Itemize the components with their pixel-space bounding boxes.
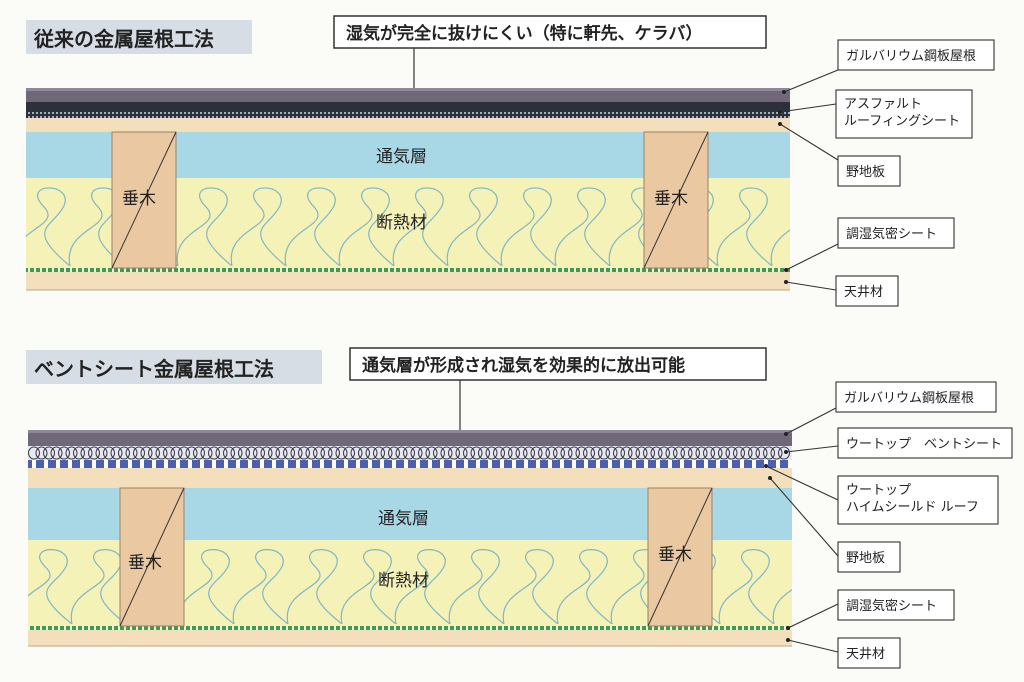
rafter-right: 垂木 bbox=[643, 131, 709, 269]
ventilation-label: 通気層 bbox=[378, 509, 429, 529]
callout-box bbox=[349, 347, 767, 381]
section-title-banner bbox=[26, 350, 322, 384]
svg-text:天井材: 天井材 bbox=[846, 647, 885, 662]
layer-label-box: 野地板 bbox=[837, 155, 901, 187]
roofing-pattern-layer bbox=[26, 110, 790, 118]
insulation-label: 断熱材 bbox=[376, 213, 427, 233]
vapor-sheet-layer bbox=[28, 626, 792, 630]
insulation-label: 断熱材 bbox=[378, 571, 429, 591]
svg-text:ウートップ ベントシート: ウートップ ベントシート bbox=[846, 437, 1002, 452]
leader-lines bbox=[779, 69, 839, 291]
layer-label-box: ウートップ ベントシート bbox=[837, 427, 1013, 459]
layer-label-box: アスファルトルーフィングシート bbox=[835, 89, 973, 139]
callout-box bbox=[333, 15, 767, 49]
rafter-label: 垂木 bbox=[658, 545, 692, 565]
leader-lines bbox=[765, 407, 839, 653]
ceiling-layer bbox=[28, 630, 792, 646]
vapor-sheet-layer bbox=[26, 268, 790, 272]
ventilation-label: 通気層 bbox=[376, 147, 427, 167]
section-title-banner bbox=[26, 20, 252, 54]
layer-label-box: 天井材 bbox=[837, 637, 901, 669]
layer-label-box: 調湿気密シート bbox=[837, 589, 955, 621]
layer-label-box: 調湿気密シート bbox=[837, 217, 955, 249]
section-conventional: 従来の金属屋根工法 湿気が完全に抜けにくい（特に軒先、ケラバ） 垂木 垂木 通気… bbox=[26, 15, 995, 307]
leader-dots bbox=[764, 432, 790, 642]
layer-label-box: ガルバリウム鋼板屋根 bbox=[835, 381, 997, 413]
insulation-fibers bbox=[28, 549, 792, 624]
svg-text:ガルバリウム鋼板屋根: ガルバリウム鋼板屋根 bbox=[846, 49, 976, 64]
svg-text:野地板: 野地板 bbox=[846, 165, 885, 180]
ceiling-layer bbox=[26, 272, 790, 290]
multiline-label: アスファルトルーフィングシート bbox=[844, 97, 960, 129]
svg-text:調湿気密シート: 調湿気密シート bbox=[846, 226, 937, 242]
sheathing-layer bbox=[26, 118, 790, 132]
layer-label-box: 天井材 bbox=[835, 275, 899, 307]
rafter-left: 垂木 bbox=[111, 131, 177, 269]
rafter-left: 垂木 bbox=[119, 487, 185, 627]
svg-text:ガルバリウム鋼板屋根: ガルバリウム鋼板屋根 bbox=[844, 391, 974, 406]
asphalt-roofing-layer bbox=[26, 102, 790, 110]
roof-top-edge bbox=[28, 430, 792, 433]
layer-label-box: ウートップハイムシールド ルーフ bbox=[837, 475, 999, 525]
galvalume-roof-layer bbox=[28, 430, 792, 446]
rafter-label: 垂木 bbox=[654, 189, 688, 209]
sheathing-layer bbox=[28, 468, 792, 488]
multiline-label: ウートップハイムシールド ルーフ bbox=[846, 483, 979, 515]
roof-top-edge bbox=[26, 88, 790, 91]
svg-text:天井材: 天井材 bbox=[844, 285, 883, 300]
callout-text: 湿気が完全に抜けにくい（特に軒先、ケラバ） bbox=[346, 23, 703, 44]
section-vent-sheet: ベントシート金属屋根工法 通気層が形成され湿気を効果的に放出可能 垂木 垂木 通… bbox=[26, 347, 1013, 669]
rafter-label: 垂木 bbox=[128, 553, 162, 573]
svg-text:調湿気密シート: 調湿気密シート bbox=[846, 598, 937, 614]
rafter-label: 垂木 bbox=[122, 189, 156, 209]
leader-dots bbox=[778, 90, 788, 284]
galvalume-roof-layer bbox=[26, 88, 790, 102]
vent-sheet-coils bbox=[28, 446, 790, 460]
rafter-right: 垂木 bbox=[647, 487, 713, 627]
svg-text:野地板: 野地板 bbox=[846, 551, 885, 566]
heim-shield-layer bbox=[28, 460, 792, 468]
layer-label-box: 野地板 bbox=[837, 541, 901, 573]
callout-text: 通気層が形成され湿気を効果的に放出可能 bbox=[362, 355, 685, 376]
section-title: ベントシート金属屋根工法 bbox=[34, 357, 274, 381]
layer-label-box: ガルバリウム鋼板屋根 bbox=[837, 39, 995, 71]
section-title: 従来の金属屋根工法 bbox=[33, 27, 214, 51]
